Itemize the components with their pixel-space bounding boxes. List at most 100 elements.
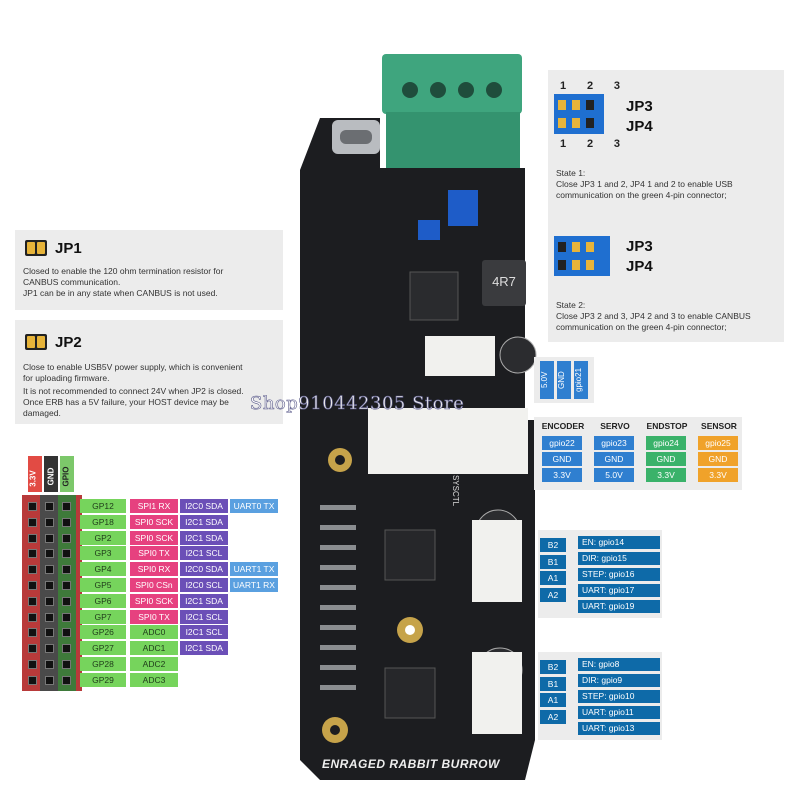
motor-pin: UART: gpio17 [578, 584, 660, 597]
header-pin-3v3 [28, 660, 37, 669]
header-pin-3v3 [28, 597, 37, 606]
pin-gpio-label: GP29 [80, 673, 126, 687]
header-pin-gpio [62, 518, 71, 527]
motor-pin: EN: gpio8 [578, 658, 660, 671]
coil-label: A1 [540, 571, 566, 585]
driver-chip-1 [384, 529, 436, 581]
io-power: 3.3V [646, 468, 686, 482]
header-pin-gnd [45, 613, 54, 622]
pin-func-2: I2C1 SDA [180, 594, 228, 608]
jp2-line2: for uploading firmware. [23, 373, 110, 383]
coil-label: A2 [540, 587, 566, 602]
rgb-connector [425, 336, 495, 376]
header-pin-gnd [45, 676, 54, 685]
pin-func-1: ADC2 [130, 657, 178, 671]
jp2-line1: Close to enable USB5V power supply, whic… [23, 362, 243, 372]
pin-func-2: I2C1 SCL [180, 625, 228, 639]
pin-func-1: SPI0 SCK [130, 594, 178, 608]
pin-map-gpio-strip [58, 495, 76, 691]
header-pin-gnd [45, 644, 54, 653]
jp2-panel: JP2 Close to enable USB5V power supply, … [15, 320, 283, 424]
header-col-3v3 [28, 456, 42, 492]
jp3-pins-state2 [558, 242, 594, 252]
jp1-label: JP1 [55, 240, 82, 257]
board-name: ENRAGED RABBIT BURROW [322, 757, 500, 771]
state1-title: State 1: [556, 168, 586, 178]
pin-func-3: UART1 RX [230, 578, 278, 592]
coil-label: A1 [540, 693, 566, 707]
pin-func-1: SPI0 TX [130, 546, 178, 560]
motor-pin: UART: gpio11 [578, 706, 660, 719]
mcu-chip [409, 271, 459, 321]
header-pin-gnd [45, 518, 54, 527]
io-power: 3.3V [542, 468, 582, 482]
header-pin-gnd [45, 534, 54, 543]
pin-gpio-label: GP12 [80, 499, 126, 513]
header-pin-3v3 [28, 644, 37, 653]
jp1-jumper-icon [25, 240, 47, 256]
state2-text: Close JP3 2 and 3, JP4 2 and 3 to enable… [556, 311, 751, 332]
header-pin-gpio [62, 597, 71, 606]
state2-title: State 2: [556, 300, 586, 310]
cap-1 [499, 336, 537, 374]
header-pin-gpio [62, 534, 71, 543]
pin-func-2: I2C1 SDA [180, 515, 228, 529]
header-pin-3v3 [28, 581, 37, 590]
jp1-line2: CANBUS communication. [23, 277, 121, 287]
driver-chip-2 [384, 667, 436, 719]
header-pin-gnd [45, 660, 54, 669]
pin-func-1: SPI0 CSn [130, 578, 178, 592]
motor-pin: DIR: gpio9 [578, 674, 660, 687]
pin-func-1: SPI0 SCK [130, 515, 178, 529]
motor2-connector [472, 652, 522, 734]
jp2-label: JP2 [55, 334, 82, 351]
rgb-gnd: GND [557, 361, 571, 399]
io-power: 3.3V [698, 468, 738, 482]
io-gnd: GND [698, 452, 738, 466]
header-pin-gnd [45, 628, 54, 637]
pin-gpio-label: GP3 [80, 546, 126, 560]
header-pin-3v3 [28, 534, 37, 543]
pin-func-2: I2C0 SDA [180, 562, 228, 576]
pin-func-1: ADC0 [130, 625, 178, 639]
pin-gpio-label: GP28 [80, 657, 126, 671]
pin-func-3: UART0 TX [230, 499, 278, 513]
coil-label: B1 [540, 554, 566, 569]
header-col-gpio [60, 456, 74, 492]
io-signal: gpio22 [542, 436, 582, 450]
header-pin-3v3 [28, 628, 37, 637]
coil-label: B2 [540, 538, 566, 552]
board-photo: 4R7 [300, 54, 537, 780]
motor-pin: DIR: gpio15 [578, 552, 660, 565]
io-header: SENSOR [701, 421, 737, 431]
io-signal: gpio23 [594, 436, 634, 450]
pin-func-2: I2C1 SCL [180, 610, 228, 624]
header-pin-3v3 [28, 502, 37, 511]
header-pin-gpio [62, 613, 71, 622]
pin-gpio-label: GP4 [80, 562, 126, 576]
motor-pin: STEP: gpio16 [578, 568, 660, 581]
pin-func-2: I2C1 SDA [180, 531, 228, 545]
pin-gpio-label: GP26 [80, 625, 126, 639]
header-pin-gpio [62, 565, 71, 574]
inductor [482, 260, 526, 306]
pin-func-2: I2C0 SDA [180, 499, 228, 513]
motor-pin: STEP: gpio10 [578, 690, 660, 703]
io-power: 5.0V [594, 468, 634, 482]
jp2-line5: damaged. [23, 408, 61, 418]
jp2-jumper-icon [25, 334, 47, 350]
pin-map-gnd-strip [40, 495, 58, 691]
io-header: SERVO [600, 421, 630, 431]
motor-pin: UART: gpio13 [578, 722, 660, 735]
rgb-v: 5.0V [540, 361, 554, 399]
rgb-gpio: gpio21 [574, 361, 588, 399]
io-connectors [368, 408, 528, 474]
jp1-line1: Closed to enable the 120 ohm termination… [23, 266, 224, 276]
io-gnd: GND [542, 452, 582, 466]
pin-func-1: ADC1 [130, 641, 178, 655]
pin-func-2: I2C0 SCL [180, 578, 228, 592]
pin-func-2: I2C1 SDA [180, 641, 228, 655]
header-pin-gpio [62, 502, 71, 511]
jp4-pins-state2 [558, 260, 594, 270]
